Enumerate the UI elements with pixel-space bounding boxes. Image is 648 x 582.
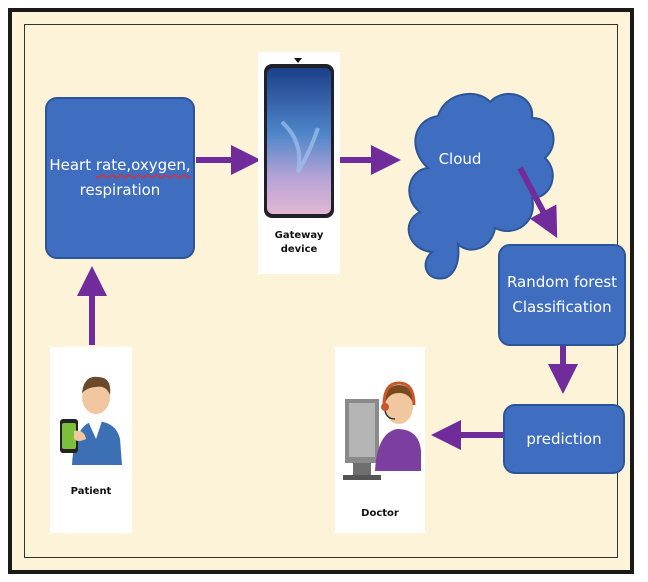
doctor-icon: [343, 381, 421, 480]
gateway-caption: Gateway device: [258, 229, 340, 256]
gateway-caption-line2: device: [280, 243, 318, 255]
classifier-line1: Random forest: [506, 273, 618, 292]
gateway-caption-line1: Gateway: [274, 230, 324, 241]
smartphone-icon: [264, 58, 334, 218]
patient-icon: [60, 376, 122, 465]
patient-card: Patient: [50, 347, 132, 533]
prediction-box: prediction: [503, 404, 625, 474]
vitals-text-plain: Heart: [49, 156, 96, 175]
classifier-line2: Classification: [512, 298, 612, 316]
patient-caption: Patient: [70, 486, 112, 497]
vitals-line1: Heart rate,oxygen,: [49, 153, 190, 178]
cloud-icon: [407, 92, 555, 280]
cloud-label: Cloud: [438, 150, 482, 168]
vitals-text-marked: rate,oxygen,: [95, 156, 191, 175]
vitals-box: Heart rate,oxygen, respiration: [45, 97, 195, 259]
gateway-card: Gateway device: [258, 52, 340, 274]
arrow-cloud-to-classifier: [517, 166, 558, 238]
prediction-label: prediction: [526, 429, 602, 448]
doctor-card: Doctor: [335, 347, 425, 533]
vitals-line2: respiration: [79, 181, 161, 199]
doctor-caption: Doctor: [361, 508, 399, 519]
classifier-box: Random forest Classification: [498, 244, 626, 346]
